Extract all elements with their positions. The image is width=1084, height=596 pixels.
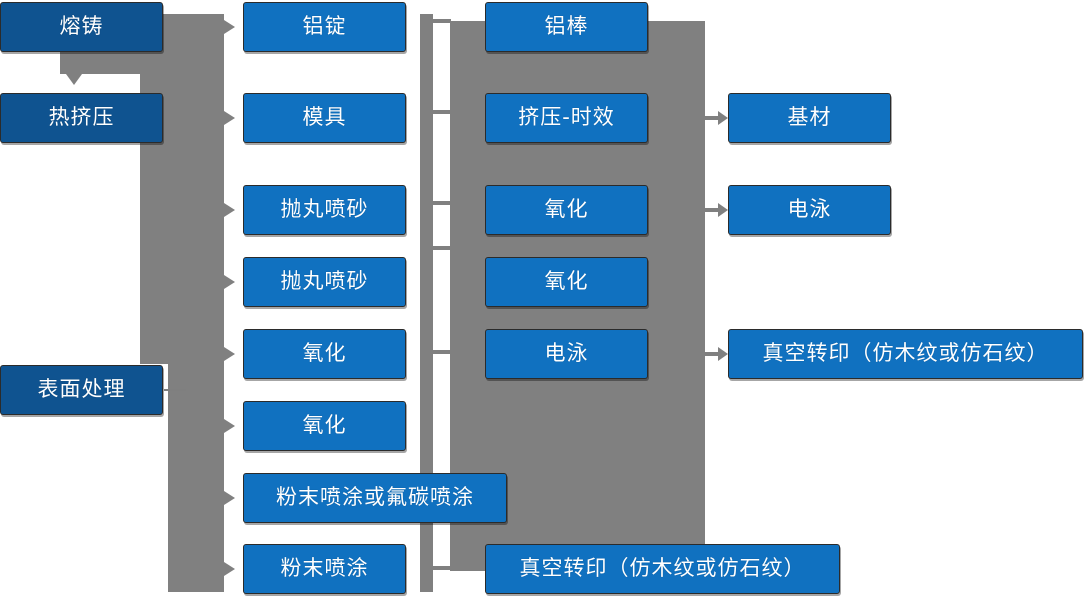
node-aluminum-bar[interactable]: 铝棒 xyxy=(485,2,648,52)
node-mold[interactable]: 模具 xyxy=(243,93,406,143)
band-arrowhead-a1 xyxy=(224,20,235,34)
band-arrowhead-a2 xyxy=(224,111,235,125)
band-arrowhead-a3 xyxy=(224,203,235,217)
band-arrowhead-a6 xyxy=(224,419,235,433)
connector-tick-1 xyxy=(433,19,451,23)
node-shot-blasting-2[interactable]: 抛丸喷砂 xyxy=(243,257,406,307)
connector-band-mid-narrow xyxy=(420,14,433,592)
node-oxidation-a1[interactable]: 氧化 xyxy=(243,329,406,379)
node-base-material[interactable]: 基材 xyxy=(728,93,891,143)
node-label: 真空转印（仿木纹或仿石纹） xyxy=(762,341,1049,366)
node-label: 铝锭 xyxy=(302,14,347,39)
node-stage-hot-extrusion[interactable]: 热挤压 xyxy=(0,93,163,143)
node-label: 氧化 xyxy=(302,341,347,366)
node-label: 挤压-时效 xyxy=(518,105,615,130)
node-label: 氧化 xyxy=(302,413,347,438)
band-arrowhead-a5 xyxy=(224,347,235,361)
band-arrowhead-a4 xyxy=(224,275,235,289)
node-shot-blasting-1[interactable]: 抛丸喷砂 xyxy=(243,185,406,235)
node-extrusion-aging[interactable]: 挤压-时效 xyxy=(485,93,648,143)
band-arrowhead-a7 xyxy=(224,491,235,505)
node-label: 粉末喷涂或氟碳喷涂 xyxy=(276,485,474,510)
node-vacuum-transfer-printing-b[interactable]: 真空转印（仿木纹或仿石纹） xyxy=(485,544,840,594)
node-label: 模具 xyxy=(302,105,347,130)
connector-tick-2 xyxy=(433,110,451,114)
connector-tick-3 xyxy=(433,201,451,205)
node-label: 粉末喷涂 xyxy=(280,556,369,581)
connector-tick-4 xyxy=(433,246,451,250)
node-label: 铝棒 xyxy=(544,14,589,39)
node-oxidation-a2[interactable]: 氧化 xyxy=(243,401,406,451)
node-label: 氧化 xyxy=(544,197,589,222)
node-label: 抛丸喷砂 xyxy=(280,197,369,222)
band-arrowhead-stage2 xyxy=(66,74,82,85)
node-label: 基材 xyxy=(787,105,832,130)
connector-arrow-c3 xyxy=(703,347,728,361)
connector-arrow-c1 xyxy=(703,111,728,125)
node-label: 热挤压 xyxy=(48,105,115,130)
node-aluminum-ingot[interactable]: 铝锭 xyxy=(243,2,406,52)
node-electrophoresis-c[interactable]: 电泳 xyxy=(728,185,891,235)
node-stage-surface-treatment[interactable]: 表面处理 xyxy=(0,365,163,415)
node-electrophoresis-b[interactable]: 电泳 xyxy=(485,329,648,379)
node-label: 熔铸 xyxy=(59,14,104,39)
node-stage-smelting[interactable]: 熔铸 xyxy=(0,2,163,52)
band-arrowhead-a8 xyxy=(224,562,235,576)
node-powder-or-fluorocarbon-coating[interactable]: 粉末喷涂或氟碳喷涂 xyxy=(243,473,507,523)
node-label: 抛丸喷砂 xyxy=(280,269,369,294)
node-powder-coating[interactable]: 粉末喷涂 xyxy=(243,544,406,594)
node-label: 真空转印（仿木纹或仿石纹） xyxy=(519,556,806,581)
connector-tick-5 xyxy=(433,350,451,354)
node-oxidation-b1[interactable]: 氧化 xyxy=(485,185,648,235)
connector-arrow-c2 xyxy=(703,203,728,217)
node-label: 电泳 xyxy=(544,341,589,366)
node-label: 氧化 xyxy=(544,269,589,294)
connector-tick-6 xyxy=(433,566,451,570)
connector-line-surface xyxy=(164,389,186,391)
node-vacuum-transfer-printing-c[interactable]: 真空转印（仿木纹或仿石纹） xyxy=(728,329,1083,379)
node-oxidation-b2[interactable]: 氧化 xyxy=(485,257,648,307)
node-label: 表面处理 xyxy=(37,377,126,402)
node-label: 电泳 xyxy=(787,197,832,222)
